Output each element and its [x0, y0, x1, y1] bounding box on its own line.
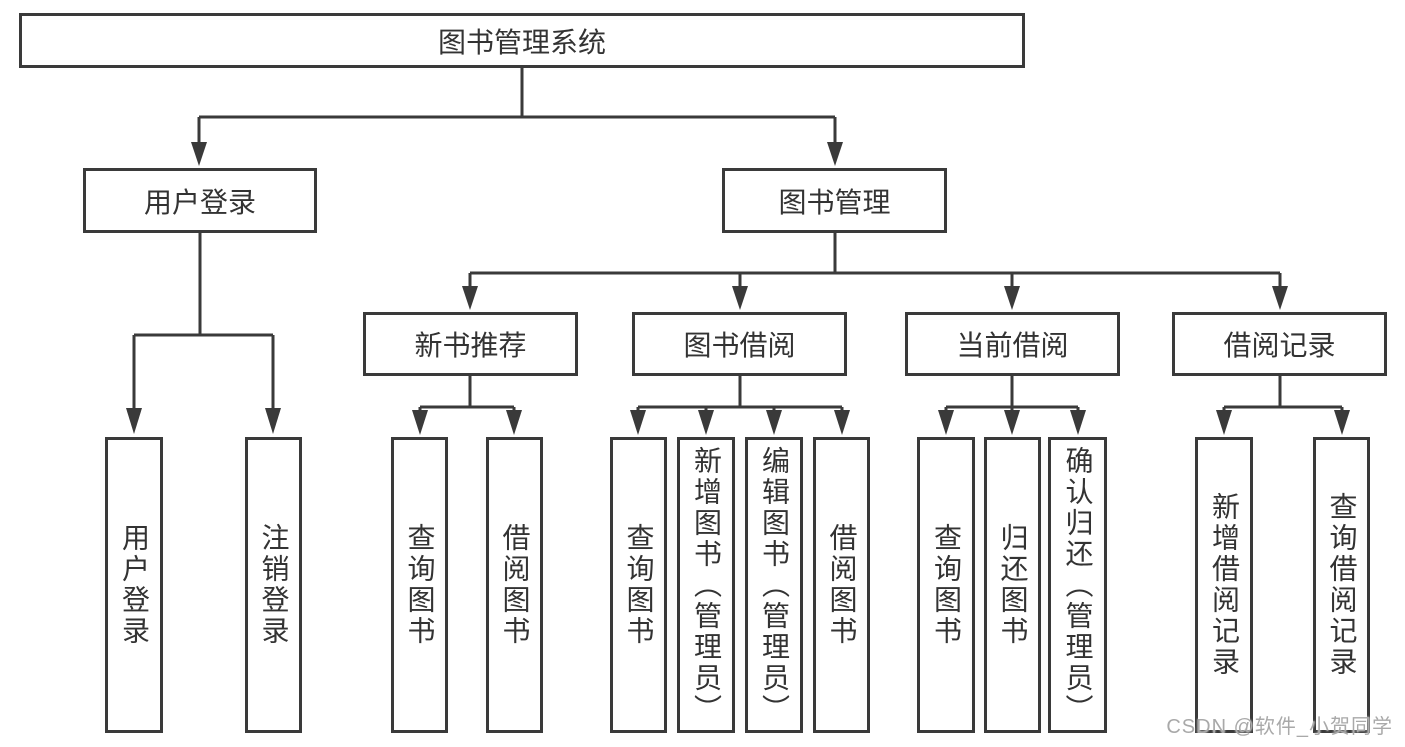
node-label: 借阅图书	[499, 523, 531, 647]
arrowhead-icon	[630, 410, 646, 435]
node-label: 新增图书（管理员）	[691, 445, 722, 725]
arrowhead-icon	[732, 286, 748, 310]
node-label: 归还图书	[997, 523, 1029, 647]
leaf-confirm-return-admin: 确认归还（管理员）	[1048, 437, 1107, 733]
leaf-borrow-books-recommend: 借阅图书	[486, 437, 543, 733]
arrowhead-icon	[766, 410, 782, 435]
arrowhead-icon	[1004, 286, 1020, 310]
arrowhead-icon	[462, 286, 478, 310]
arrowhead-icon	[834, 410, 850, 435]
node-label: 查询图书	[931, 523, 962, 647]
node-label: 新增借阅记录	[1209, 492, 1240, 678]
leaf-query-books-borrow: 查询图书	[610, 437, 667, 733]
node-label: 新书推荐	[414, 330, 527, 361]
node-new-book-recommend: 新书推荐	[363, 312, 578, 376]
arrowhead-icon	[1334, 410, 1350, 435]
csdn-watermark: CSDN @软件_小贺同学	[1166, 716, 1393, 738]
arrowhead-icon	[191, 142, 207, 166]
node-label: 借阅图书	[826, 523, 858, 647]
node-book-management: 图书管理	[722, 168, 947, 233]
arrowhead-icon	[412, 410, 428, 435]
node-label: 编辑图书（管理员）	[759, 445, 790, 725]
node-label: 图书管理系统	[437, 26, 606, 58]
node-label: 借阅记录	[1223, 330, 1336, 361]
arrowhead-icon	[827, 142, 843, 166]
arrowhead-icon	[126, 408, 142, 434]
edges-user-login-to-leaves	[126, 233, 281, 434]
node-label: 查询借阅记录	[1326, 492, 1358, 678]
leaf-user-login: 用户登录	[105, 437, 163, 733]
edges-borrow-records	[1216, 376, 1350, 435]
node-label: 用户登录	[119, 523, 150, 647]
leaf-edit-book-admin: 编辑图书（管理员）	[745, 437, 803, 733]
node-library-system: 图书管理系统	[19, 13, 1025, 68]
arrowhead-icon	[938, 410, 954, 435]
node-borrow-records: 借阅记录	[1172, 312, 1387, 376]
arrowhead-icon	[1004, 410, 1020, 435]
node-book-borrow: 图书借阅	[632, 312, 847, 376]
edges-book-management-to-level3	[462, 233, 1288, 310]
node-label: 用户登录	[143, 186, 256, 218]
edges-current-borrow	[938, 376, 1086, 435]
arrowhead-icon	[265, 408, 281, 434]
node-label: 当前借阅	[956, 330, 1069, 361]
arrowhead-icon	[1216, 410, 1232, 435]
node-label: 查询图书	[404, 523, 436, 647]
leaf-add-borrow-record: 新增借阅记录	[1195, 437, 1253, 733]
arrowhead-icon	[1272, 286, 1288, 310]
edges-root-to-level2	[191, 68, 843, 166]
node-user-login: 用户登录	[83, 168, 317, 233]
leaf-query-books-current: 查询图书	[917, 437, 975, 733]
node-current-borrow: 当前借阅	[905, 312, 1120, 376]
arrowhead-icon	[506, 410, 522, 435]
arrowhead-icon	[1070, 410, 1086, 435]
edges-new-book-recommend	[412, 376, 522, 435]
node-label: 注销登录	[258, 523, 290, 647]
leaf-return-book: 归还图书	[984, 437, 1041, 733]
leaf-query-borrow-record: 查询借阅记录	[1313, 437, 1370, 733]
node-label: 图书管理	[778, 186, 891, 218]
arrowhead-icon	[698, 410, 714, 435]
node-label: 图书借阅	[683, 330, 796, 361]
node-label: 确认归还（管理员）	[1062, 445, 1094, 725]
node-label: 查询图书	[623, 523, 655, 647]
leaf-logout: 注销登录	[245, 437, 302, 733]
leaf-add-book-admin: 新增图书（管理员）	[677, 437, 735, 733]
leaf-query-books-recommend: 查询图书	[391, 437, 448, 733]
edges-book-borrow	[630, 376, 850, 435]
leaf-borrow-books: 借阅图书	[813, 437, 870, 733]
